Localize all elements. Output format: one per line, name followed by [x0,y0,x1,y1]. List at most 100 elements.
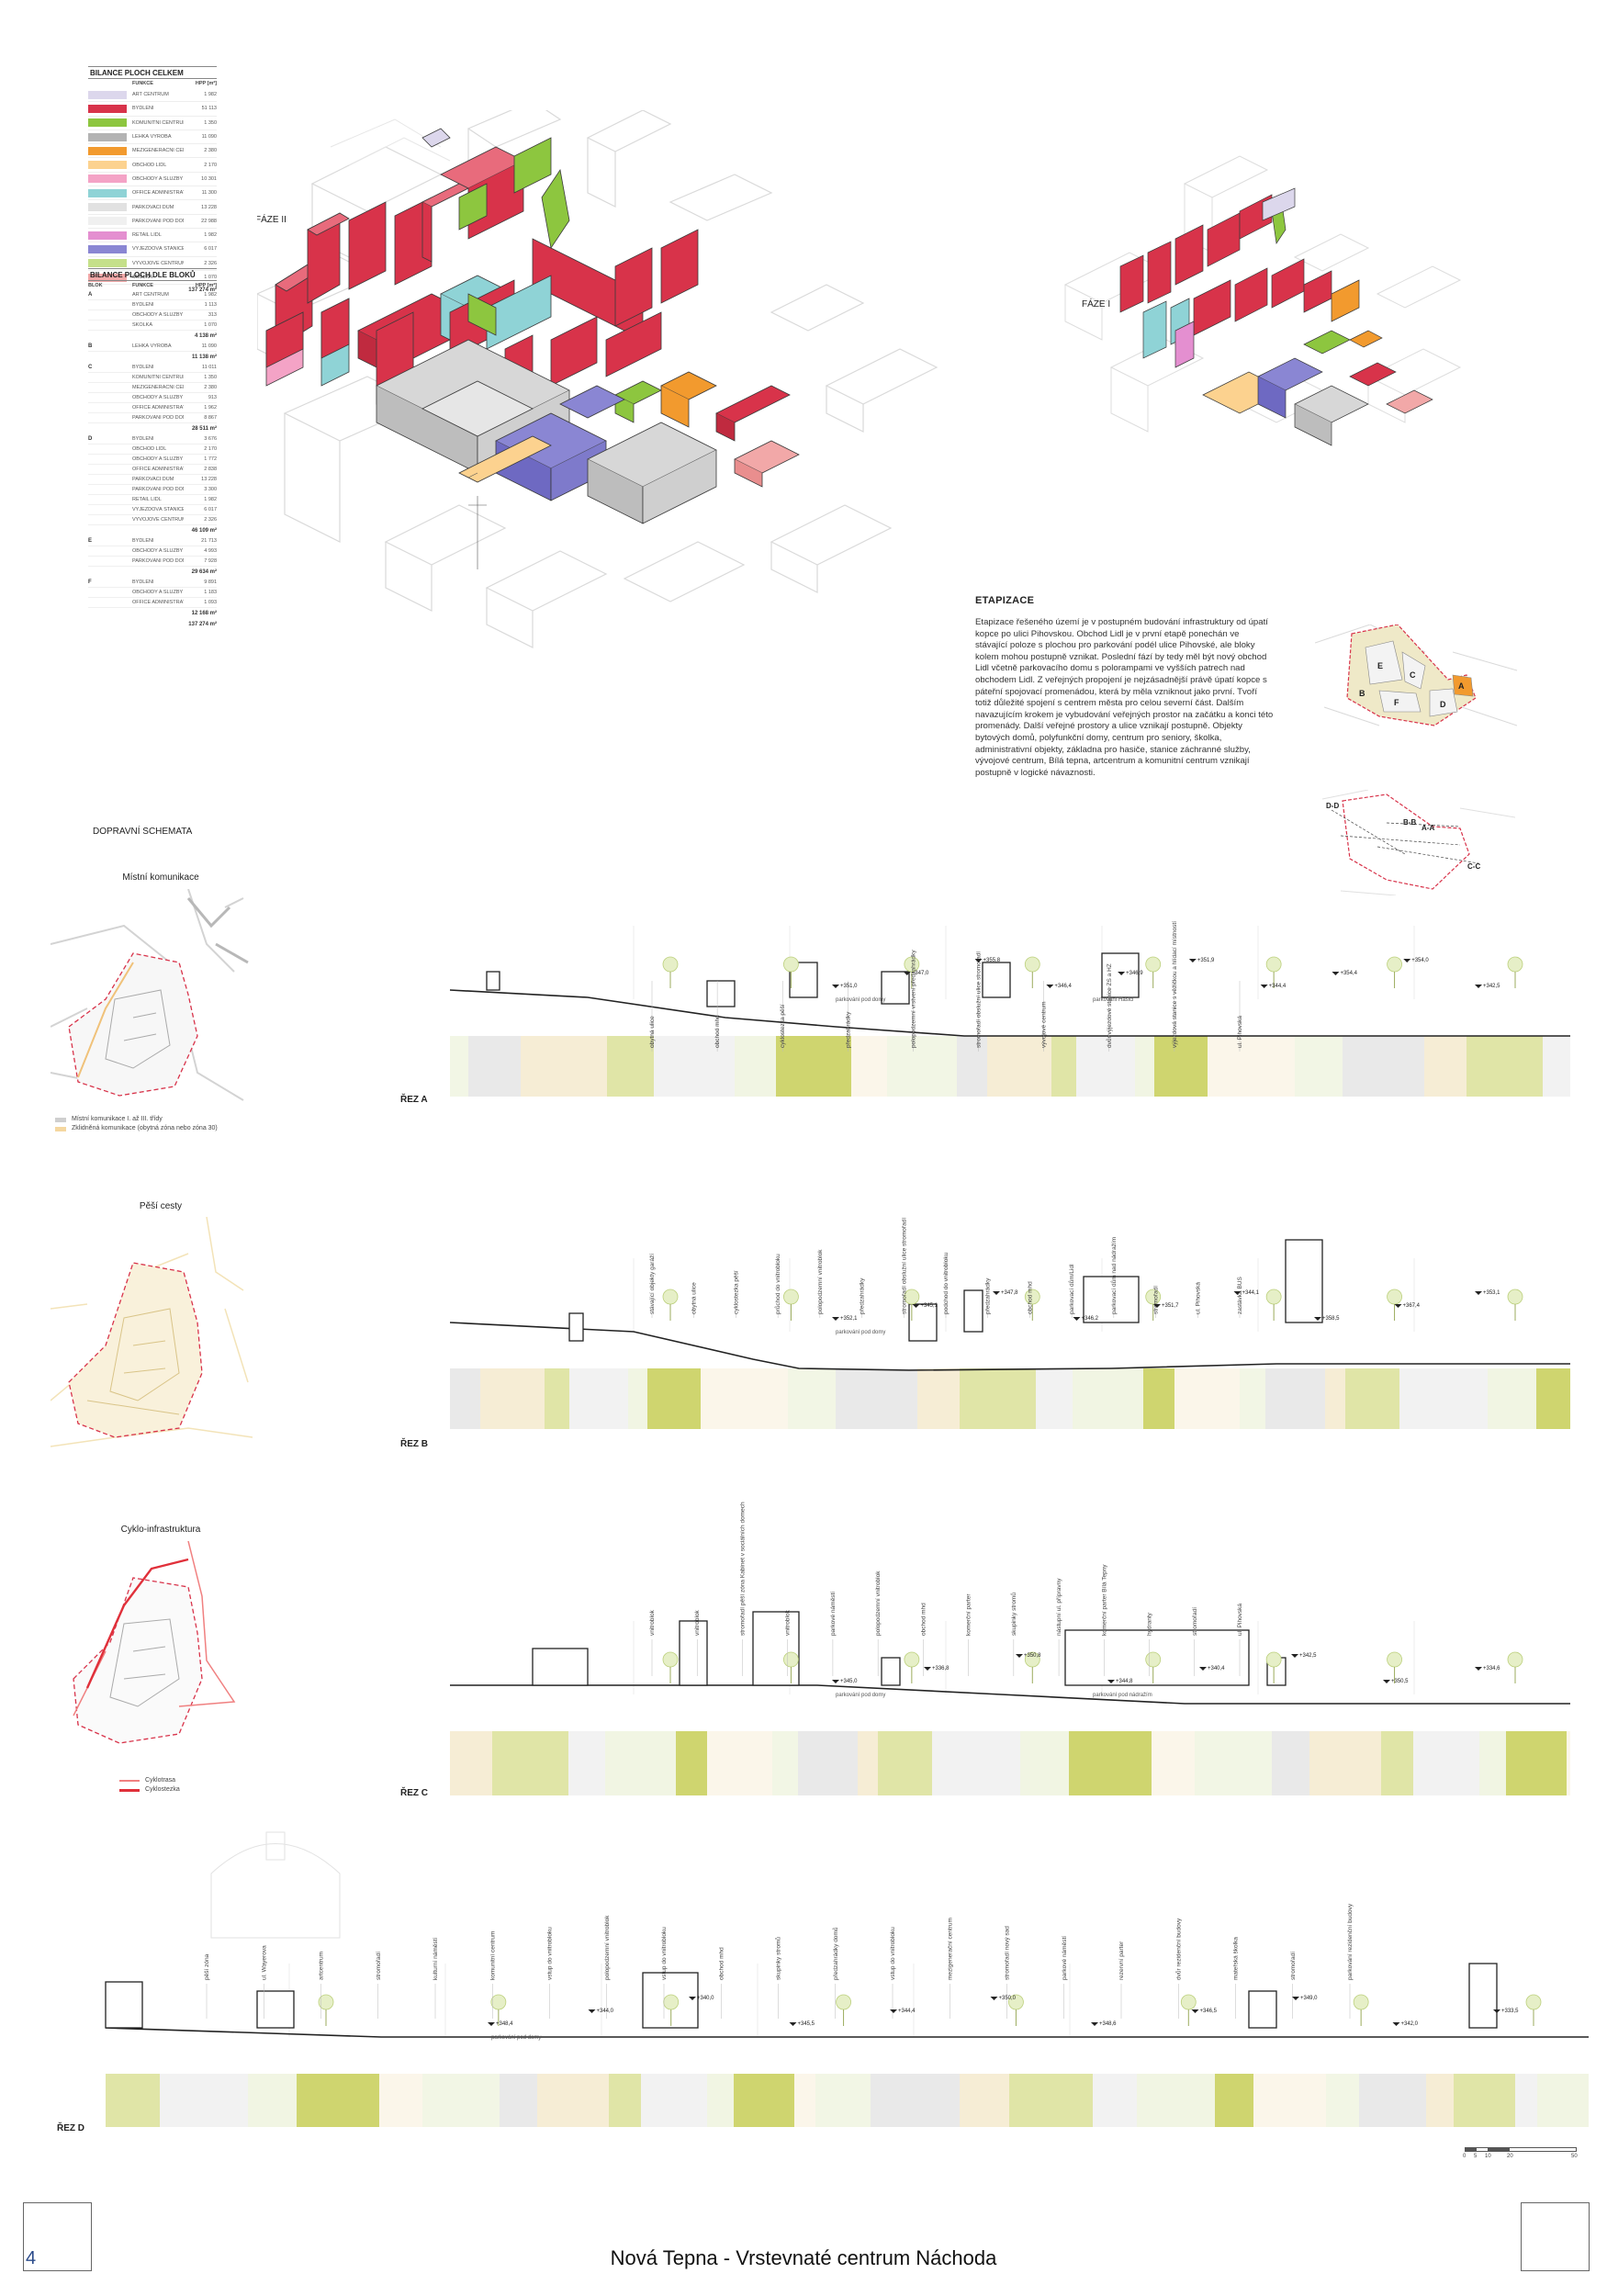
etapizace-line: vývojové centrum, Bílá tepna, artcentrum… [975,756,1250,767]
legend-label: ART CENTRUM [132,92,169,98]
section-layer-strip [605,1731,676,1795]
section-layer-strip [1325,1368,1345,1429]
section-note-label: vnitroblok [649,1609,656,1636]
block-function: PARKOVÁNÍ POD DOMY [132,558,184,564]
section-church-ghost [210,1843,341,1939]
legend-swatch [88,132,127,141]
section-layer-strip [851,1036,887,1097]
map-title-pedestrian: Pěší cesty [139,1201,183,1211]
section-note-label: stromořadí [1153,1286,1160,1314]
block-function: OBCHODY A SLUŽBY V PARTERU [132,456,184,462]
section-layer-strip [798,1731,858,1795]
block-key-map: E C A D F B [1315,625,1518,726]
section-note-label: stromořadí [1290,1952,1297,1980]
section-building [706,980,736,1007]
section-terrain-line [450,1684,1570,1705]
section-tree-icon [1265,1651,1282,1668]
section-label: ŘEZ A [400,1093,428,1105]
block-function: OBCHODY A SLUŽBY V PARTERU [132,312,184,318]
etapizace-line: páteřní spojovací promenádou, která by m… [975,686,1257,697]
section-level-label: +350,0 [999,1996,1017,2001]
block-function: OBCHODY A SLUŽBY V PARTERU [132,395,184,400]
section-building [105,1981,143,2029]
section-level-marker [1046,985,1054,988]
section-layer-strip [609,2074,641,2127]
section-level-label: +367,4 [1403,1303,1421,1309]
section-level-marker [1107,1680,1115,1683]
section-layer-strip [1567,1731,1570,1795]
map-cycling-legend: Cyklotrasa Cyklostezka [119,1776,180,1795]
section-label: ŘEZ B [400,1437,428,1449]
legend-swatch [88,90,127,99]
section-level-marker [1493,2009,1500,2013]
section-note-label: kulturní náměstí [433,1938,439,1980]
section-level-label: +349,0 [1300,1996,1318,2001]
section-layer-strip [957,1036,987,1097]
block-id: B [88,343,93,349]
section-note-label: stromořadí obslužní ulice stromořadí [901,1218,907,1314]
block-function: OFFICE ADMINISTRATIVA [132,405,184,411]
section-building [1285,1239,1323,1323]
section-level-marker [1291,1654,1298,1658]
section-tree-icon [1387,1651,1402,1668]
section-layer-strip [468,1036,521,1097]
section-note-label: obchod mhd [1027,1281,1033,1314]
block-area: 8 867 [204,415,217,421]
block-row: OBCHODY A SLUŽBY V PARTERU913 [88,393,217,403]
section-layer-strip [1051,1036,1076,1097]
legend-swatch-calmed-road [55,1126,66,1131]
block-area: 1 350 [204,375,217,380]
map-cycling [73,1541,236,1744]
section-layer-strip [1515,2074,1537,2127]
section-layer-strip [1345,1368,1399,1429]
section-note-label: dvůr rezidenční budovy [1174,1918,1182,1980]
section-layer-strip [1073,1368,1143,1429]
section-layer-strip [647,1368,701,1429]
section-level-label: +333,5 [1501,2009,1519,2014]
section-layer-strip [1093,2074,1137,2127]
map-pedestrian [51,1217,253,1447]
section-layer-strip [1208,1036,1295,1097]
legend-value: 1 982 [204,232,217,239]
legend-label: OBCHOD LIDL [132,162,167,168]
block-function: ŠKOLKA [132,322,153,328]
section-layer-strip [707,2074,734,2127]
legend-blocks-sum: 137 274 m² [188,622,217,627]
section-layer-strip [878,1731,932,1795]
section-note-label: rezervní parter [1118,1941,1125,1980]
section-layer-strip [1454,2074,1515,2127]
section-building [1248,1990,1277,2029]
section-note-label: parkové náměstí [830,1592,837,1636]
legend-row: OBCHODY A SLUŽBY V PARTERU10 301 [88,173,217,187]
section-layer-strip [794,2074,815,2127]
block-function: LEHKÁ VÝROBA [132,343,172,349]
legend-swatch [88,174,127,184]
section-layer-strip [734,2074,794,2127]
axonometry-phase-1: FÁZE I [1063,155,1462,446]
section-level-label: +344,4 [1269,984,1287,989]
section-note-label: stromořadí obslužní ulice stromořadí [976,951,983,1048]
section-layer-strip [1174,1368,1240,1429]
section-level-label: +342,0 [1401,2021,1419,2027]
block-row: PARKOVÁNÍ POD DOMY8 867 [88,413,217,423]
block-area: 1 093 [204,600,217,605]
block-area: 1 183 [204,590,217,595]
legend-col-area: HPP [m²] [195,81,217,86]
section-level-label: +340,0 [697,1996,714,2001]
block-area: 313 [208,312,217,318]
key-label-b: B [1359,689,1365,698]
section-layer-strip [379,2074,422,2127]
section-note-label: vstup do vnitrobloku [661,1927,668,1980]
section-layer-strip [1143,1368,1174,1429]
block-function: KOMUNITNÍ CENTRUM [132,375,184,380]
section-note-label: předzahrádky [860,1277,866,1314]
footer-left-frame [23,2202,92,2271]
legend-swatch [88,203,127,212]
etapizace-line: Lidl včetně parkovacího domu s polorampa… [975,663,1245,674]
section-layer-strip [1479,1731,1506,1795]
legend-label: MEZIGENERAČNÍ CENTRUM [132,148,184,154]
section-level-label: +346,9 [1126,971,1143,976]
